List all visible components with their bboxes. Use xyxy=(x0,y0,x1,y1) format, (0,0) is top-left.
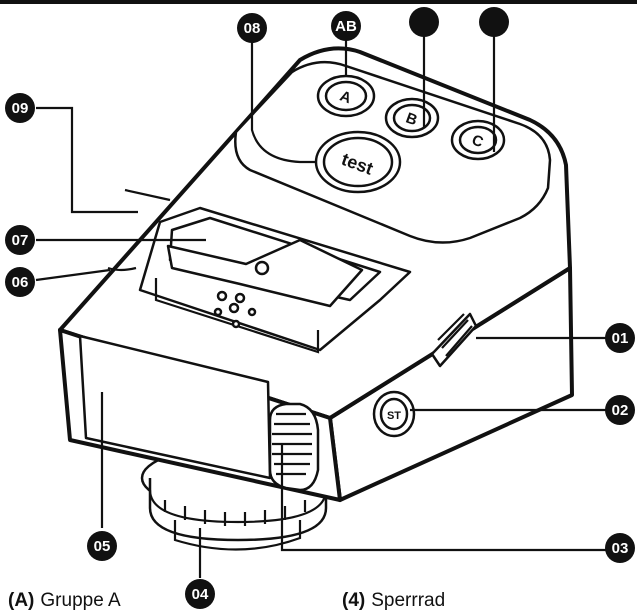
callout-09: 09 xyxy=(5,93,35,123)
callout-04: 04 xyxy=(185,579,215,609)
callout-02: 02 xyxy=(605,395,635,425)
side-button-label: ST xyxy=(387,410,401,422)
button-c[interactable]: C xyxy=(450,119,506,161)
button-b[interactable]: B xyxy=(384,97,440,139)
front-panel xyxy=(78,334,272,480)
button-a[interactable]: A xyxy=(316,74,376,118)
callout-ab: AB xyxy=(331,11,361,41)
svg-text:09: 09 xyxy=(12,100,29,117)
legend-key-a: (A) xyxy=(8,590,35,611)
svg-text:07: 07 xyxy=(12,232,29,249)
callout-07: 07 xyxy=(5,225,35,255)
svg-text:08: 08 xyxy=(244,20,261,37)
svg-text:02: 02 xyxy=(612,402,629,419)
leader-lines xyxy=(35,34,622,578)
side-button[interactable]: ST xyxy=(372,390,416,438)
callout-06: 06 xyxy=(5,267,35,297)
legend-label-a: Gruppe A xyxy=(40,590,121,611)
button-test[interactable]: test xyxy=(314,130,402,194)
transmitter-body xyxy=(58,46,574,502)
svg-text:04: 04 xyxy=(192,586,209,603)
lock-wheel xyxy=(268,402,320,492)
svg-text:03: 03 xyxy=(612,540,629,557)
legend-key-4: (4) xyxy=(342,590,366,611)
svg-text:05: 05 xyxy=(94,538,111,555)
callout-c xyxy=(479,7,509,37)
svg-text:AB: AB xyxy=(335,18,357,35)
callout-b xyxy=(409,7,439,37)
accessory-shoe xyxy=(138,206,412,354)
side-switch xyxy=(430,312,478,368)
svg-text:01: 01 xyxy=(612,330,629,347)
callout-01: 01 xyxy=(605,323,635,353)
callout-03: 03 xyxy=(605,533,635,563)
callout-05: 05 xyxy=(87,531,117,561)
legend-label-4: Sperrrad xyxy=(371,590,446,611)
svg-text:06: 06 xyxy=(12,274,29,291)
legend-item-lock-wheel: (4)Sperrrad xyxy=(342,590,445,612)
legend-item-group-a: (A)Gruppe A xyxy=(8,590,121,612)
callout-08: 08 xyxy=(237,13,267,43)
